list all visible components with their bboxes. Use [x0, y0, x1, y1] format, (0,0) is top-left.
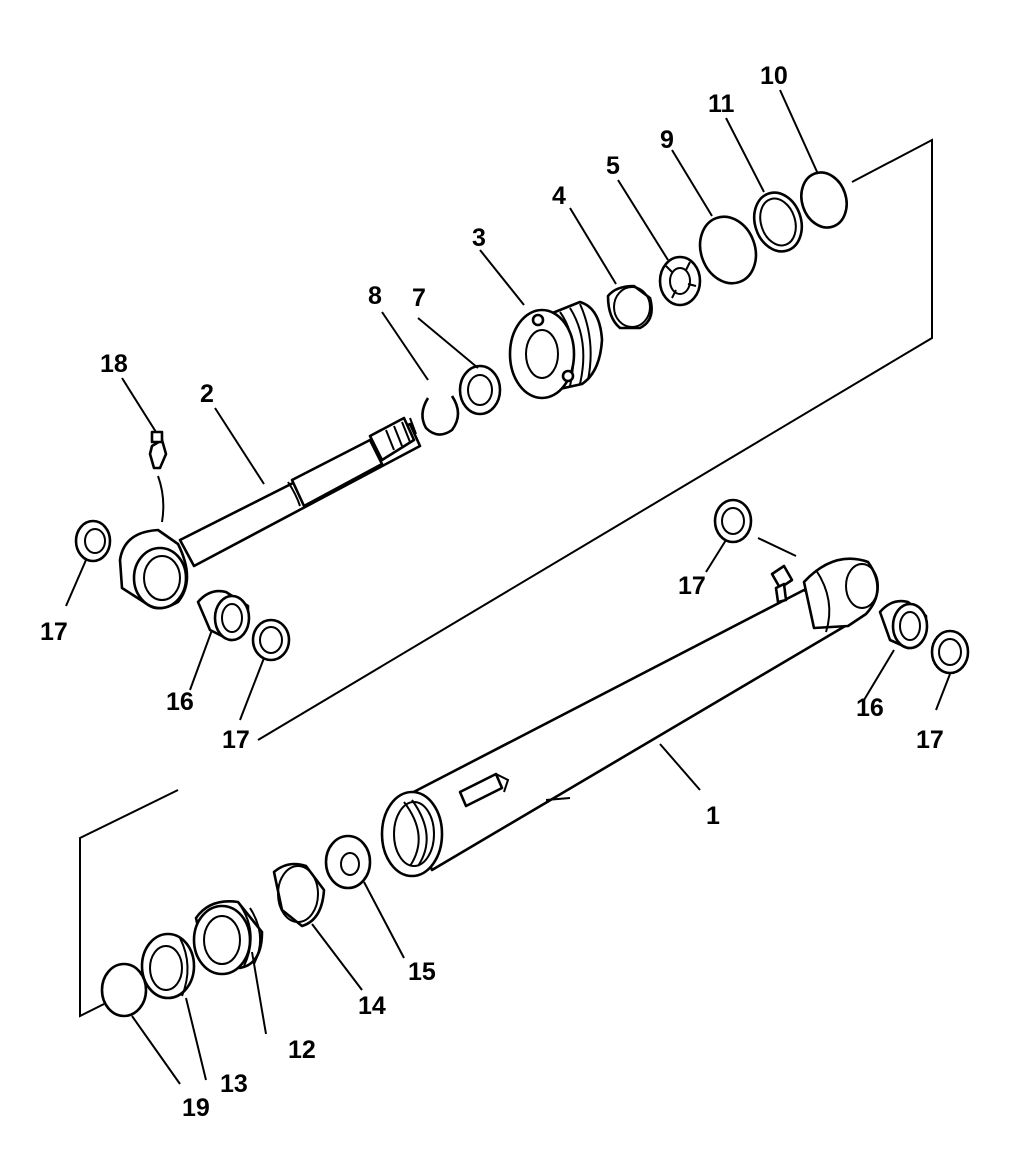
part-1-barrel	[380, 557, 879, 878]
part-17-wiper-rod-right	[251, 618, 291, 662]
part-11-backup-ring	[752, 191, 804, 253]
part-13-seal	[140, 932, 196, 1000]
part-18-grease-fitting	[148, 430, 168, 470]
callout-16-rod: 16	[166, 688, 194, 716]
part-17-wiper-rod-left	[74, 519, 112, 563]
part-15-piston-nut	[324, 834, 372, 890]
callout-8: 8	[368, 282, 382, 310]
part-8-snap-ring	[421, 395, 460, 436]
callout-15: 15	[408, 958, 436, 986]
callout-17-barrel-right: 17	[916, 726, 944, 754]
callout-2: 2	[200, 380, 214, 408]
part-17-wiper-barrel-right	[930, 629, 970, 675]
part-14-bushing	[272, 862, 326, 928]
part-5-nut	[658, 255, 702, 307]
callout-17-rod-left: 17	[40, 618, 68, 646]
part-19-o-ring	[100, 962, 148, 1018]
part-10-o-ring	[800, 171, 848, 229]
part-2-rod-eye	[118, 528, 189, 610]
callout-12: 12	[288, 1036, 316, 1064]
callout-1: 1	[706, 802, 720, 830]
part-16-bushing-rod	[196, 589, 251, 642]
callout-17-barrel-top: 17	[678, 572, 706, 600]
part-3-gland	[508, 300, 604, 400]
callout-9: 9	[660, 126, 674, 154]
part-16-bushing-barrel	[878, 599, 929, 650]
callout-11: 11	[708, 90, 735, 118]
callout-5: 5	[606, 152, 620, 180]
callout-10: 10	[760, 62, 788, 90]
callout-19: 19	[182, 1094, 210, 1122]
assembly-boundary-line	[79, 138, 933, 1018]
callout-14: 14	[358, 992, 386, 1020]
callout-4: 4	[552, 182, 566, 210]
part-12-piston	[192, 900, 264, 976]
callout-3: 3	[472, 224, 486, 252]
callout-16-barrel: 16	[856, 694, 884, 722]
part-9-o-ring	[698, 215, 758, 285]
callout-7: 7	[412, 284, 426, 312]
part-17-wiper-barrel-top	[713, 498, 753, 544]
callout-17-rod-right: 17	[222, 726, 250, 754]
leader-lines	[65, 89, 951, 1085]
part-7-seal	[458, 364, 502, 416]
part-4-bushing	[606, 284, 653, 330]
part-2-piston-rod	[178, 416, 422, 568]
callout-18: 18	[100, 350, 128, 378]
callout-13: 13	[220, 1070, 248, 1098]
